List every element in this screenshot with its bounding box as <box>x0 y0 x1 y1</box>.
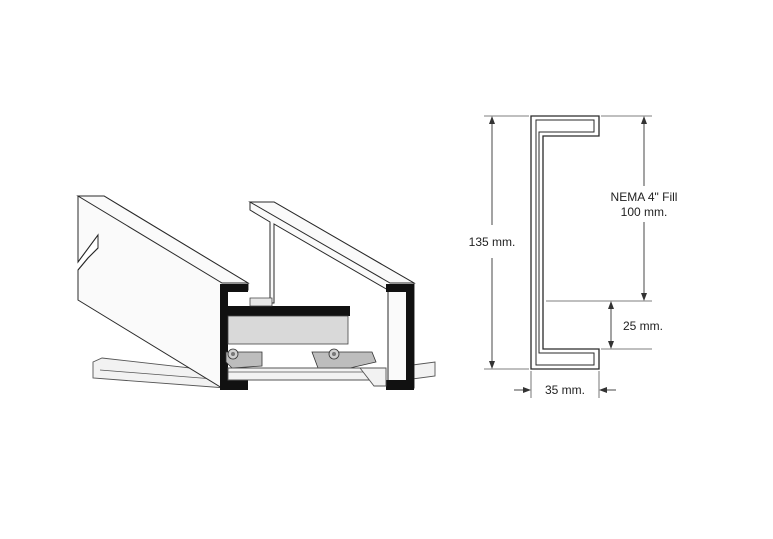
bottom-rail <box>227 367 387 387</box>
dim-lower-gap: 25 mm. <box>601 301 663 350</box>
left-wall <box>76 195 250 389</box>
label-fill-line1: NEMA 4" Fill <box>611 190 678 204</box>
infill-panel <box>227 297 349 345</box>
label-depth: 35 mm. <box>545 383 585 397</box>
clamp-right <box>311 348 377 369</box>
c-channel-profile <box>530 115 600 370</box>
dim-fill: NEMA 4" Fill 100 mm. <box>546 115 678 302</box>
isometric-frame-view <box>76 195 436 390</box>
dim-height-total: 135 mm. <box>469 115 529 370</box>
clamp-left <box>225 348 263 369</box>
dim-depth: 35 mm. <box>514 371 616 398</box>
label-lower-gap: 25 mm. <box>623 319 663 333</box>
right-wall <box>248 201 416 389</box>
label-fill-line2: 100 mm. <box>621 205 668 219</box>
label-height-total: 135 mm. <box>469 235 516 249</box>
profile-section-view: 135 mm. NEMA 4" Fill 100 mm. 25 mm. <box>469 115 678 398</box>
